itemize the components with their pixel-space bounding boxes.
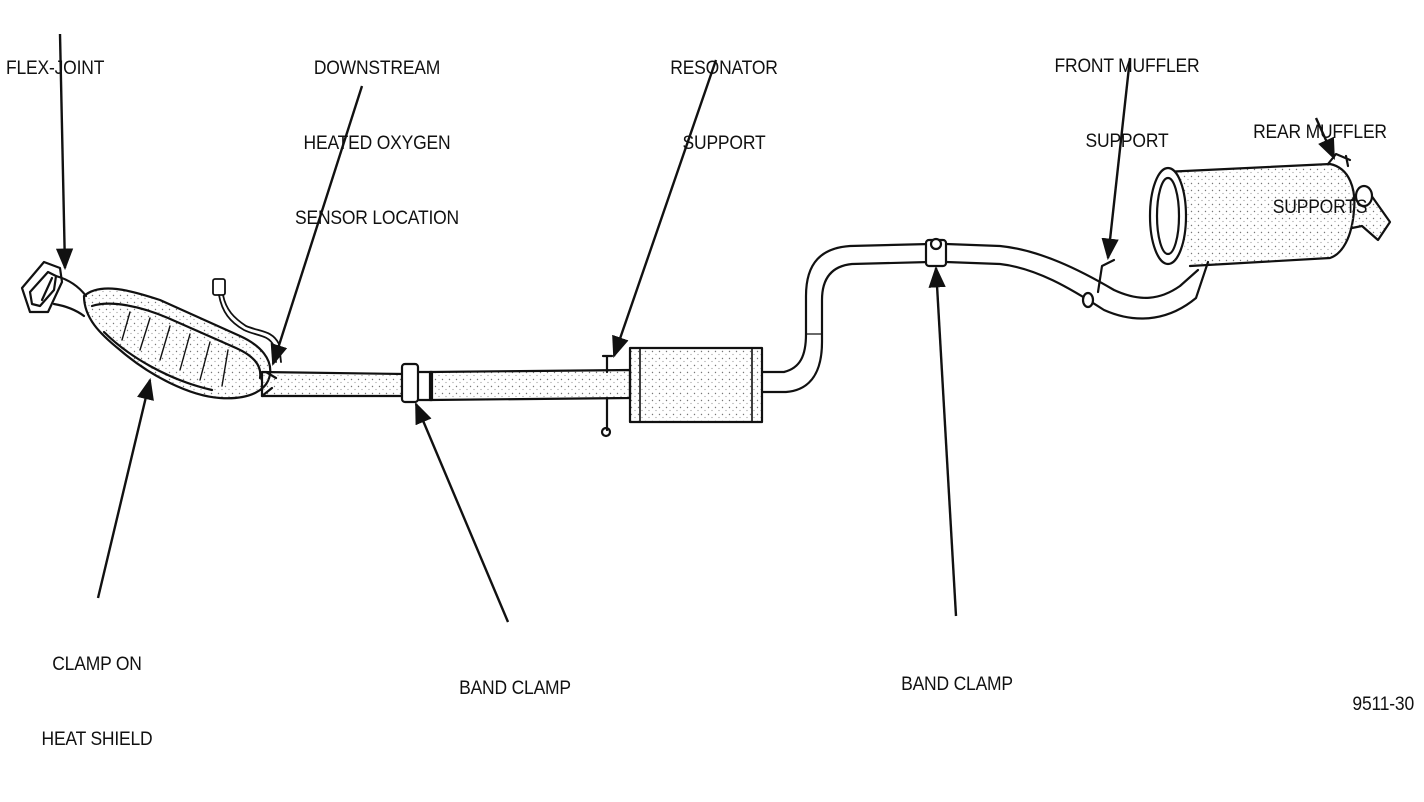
- label-clamp-on-heat-shield: CLAMP ON HEAT SHIELD: [41, 654, 153, 750]
- leader-lines: [55, 33, 1336, 623]
- s-bend-pipe: [760, 237, 1210, 394]
- leader-band-clamp-1: [414, 402, 510, 623]
- band-clamp-2-shape: [924, 237, 948, 268]
- leader-clamp-heat-shield: [96, 377, 154, 599]
- label-band-clamp-2: BAND CLAMP: [901, 674, 1013, 695]
- flex-joint-flange: [20, 260, 88, 318]
- oxygen-sensor-wire: [212, 278, 282, 363]
- exhaust-system-diagram: FLEX-JOINT DOWNSTREAM HEATED OXYGEN SENS…: [6, 33, 1414, 750]
- leader-resonator-support: [612, 59, 718, 359]
- label-flex-joint: FLEX-JOINT: [6, 58, 105, 79]
- intermediate-pipe: [260, 354, 632, 438]
- label-downstream-sensor: DOWNSTREAM HEATED OXYGEN SENSOR LOCATION: [295, 58, 459, 229]
- resonator: [628, 346, 764, 424]
- label-front-muffler-support: FRONT MUFFLER SUPPORT: [1054, 56, 1200, 152]
- leader-band-clamp-2: [928, 265, 958, 617]
- leader-downstream-sensor: [270, 85, 364, 367]
- label-rear-muffler-supports: REAR MUFFLER SUPPORTS: [1253, 122, 1387, 218]
- diagram-art: [20, 33, 1392, 623]
- catalytic-converter: [82, 287, 272, 400]
- leader-flex-joint: [55, 33, 74, 271]
- leader-front-muffler-support: [1101, 57, 1132, 261]
- band-clamp-1-shape: [400, 362, 434, 404]
- label-band-clamp-1: BAND CLAMP: [459, 678, 571, 699]
- leader-rear-muffler-supports: [1314, 117, 1336, 160]
- exhaust-pipe-assembly: [20, 152, 1392, 438]
- rear-muffler: [1148, 152, 1392, 268]
- label-resonator-support: RESONATOR SUPPORT: [670, 58, 778, 154]
- figure-id: 9511-30: [1352, 694, 1414, 715]
